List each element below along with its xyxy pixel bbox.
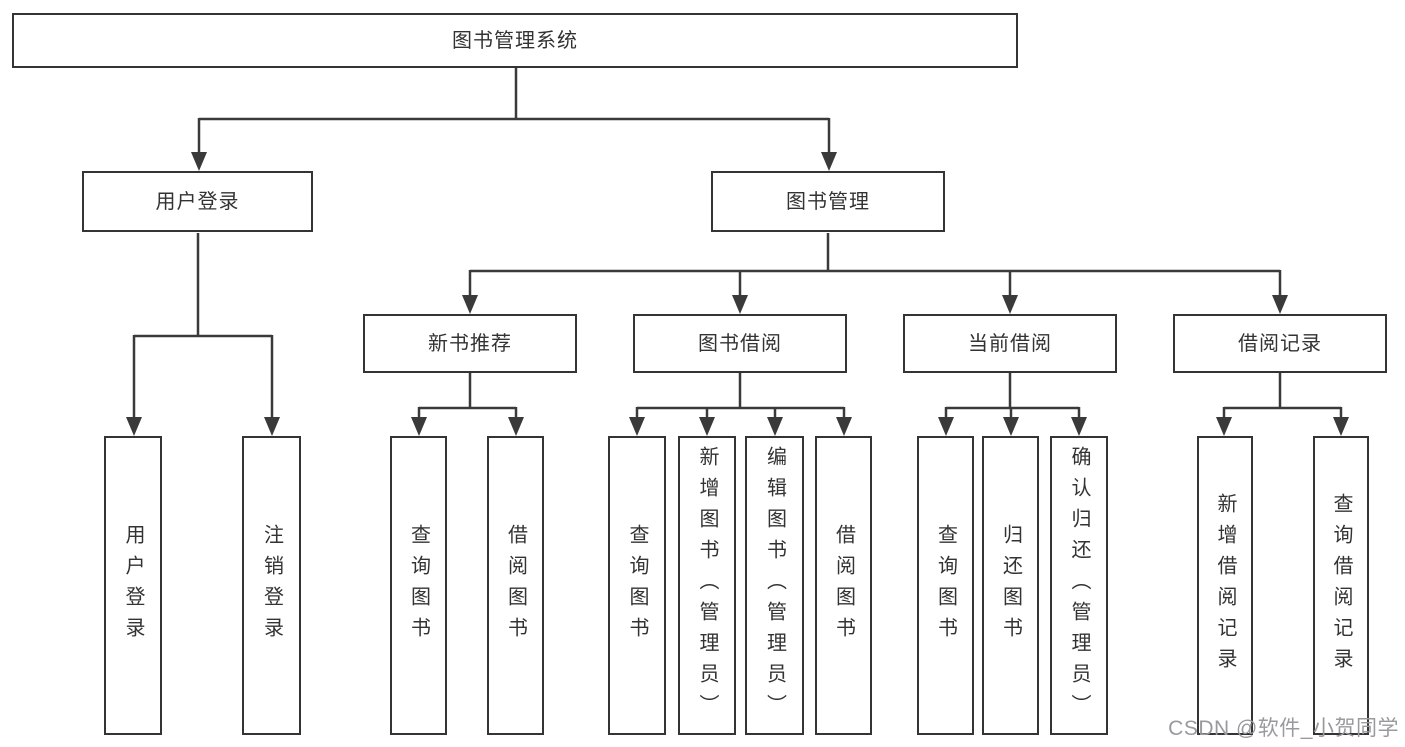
node-borrow-books-recommend: 借阅图书: [487, 436, 544, 735]
node-label: 新增图书（管理员）: [696, 446, 718, 725]
node-label: 查询借阅记录: [1330, 492, 1352, 679]
node-query-borrow-record: 查询借阅记录: [1313, 436, 1369, 735]
node-label: 借阅图书: [504, 523, 527, 648]
node-confirm-return-admin: 确认归还（管理员）: [1050, 436, 1108, 735]
node-label: 查询图书: [934, 523, 957, 648]
node-book-borrowing: 图书借阅: [633, 314, 847, 373]
node-query-books-recommend: 查询图书: [390, 436, 447, 735]
node-return-books: 归还图书: [982, 436, 1039, 735]
node-label: 编辑图书（管理员）: [763, 446, 786, 725]
node-label: 归还图书: [999, 523, 1022, 648]
node-edit-books-admin: 编辑图书（管理员）: [745, 436, 804, 735]
node-borrowing-records: 借阅记录: [1173, 314, 1387, 373]
node-library-management-system: 图书管理系统: [12, 13, 1018, 68]
node-label: 用户登录: [155, 190, 240, 213]
node-borrow-books: 借阅图书: [815, 436, 872, 735]
node-book-management: 图书管理: [711, 171, 945, 232]
node-add-books-admin: 新增图书（管理员）: [678, 436, 736, 735]
node-label: 注销登录: [260, 523, 283, 648]
node-query-books-borrowing: 查询图书: [608, 436, 666, 735]
node-user-login: 用户登录: [82, 171, 313, 232]
node-label: 借阅图书: [832, 523, 855, 648]
node-current-borrowing: 当前借阅: [903, 314, 1117, 373]
node-label: 图书管理: [786, 190, 870, 213]
node-label: 确认归还（管理员）: [1068, 446, 1090, 725]
node-label: 当前借阅: [968, 332, 1052, 355]
node-label: 新增借阅记录: [1214, 492, 1236, 679]
node-add-borrow-record: 新增借阅记录: [1197, 436, 1253, 735]
arrowhead-icons: [126, 152, 1349, 436]
node-query-books-current: 查询图书: [917, 436, 974, 735]
node-label: 新书推荐: [428, 332, 512, 355]
node-label: 用户登录: [122, 523, 144, 648]
node-label: 图书管理系统: [452, 29, 578, 52]
csdn-watermark: CSDN @软件_小贺同学: [1168, 717, 1399, 740]
node-new-book-recommendation: 新书推荐: [363, 314, 577, 373]
node-label: 借阅记录: [1238, 332, 1322, 355]
node-label: 查询图书: [407, 523, 430, 648]
node-user-login-leaf: 用户登录: [104, 436, 162, 735]
node-label: 图书借阅: [698, 332, 782, 355]
node-logout: 注销登录: [242, 436, 301, 735]
node-label: 查询图书: [626, 523, 648, 648]
